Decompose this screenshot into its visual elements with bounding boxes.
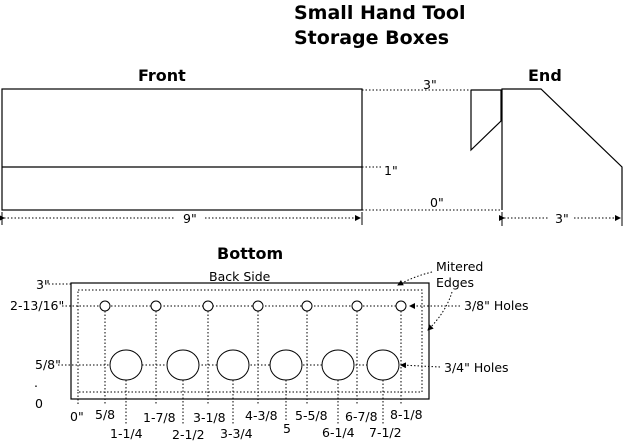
large-hole — [166, 349, 200, 381]
bottom-outline — [70, 282, 430, 400]
small-hole — [351, 300, 363, 312]
stray-mark: . — [34, 375, 38, 390]
mitered-label-line-1: Mitered — [436, 259, 483, 274]
small-hole-pos-3: 3-1/8 — [193, 410, 226, 425]
front-width-label: 9" — [183, 211, 197, 226]
bottom-top-label: 3" — [36, 277, 50, 292]
large-hole — [366, 349, 400, 381]
end-profile — [501, 88, 623, 210]
end-heading: End — [528, 66, 562, 85]
small-hole — [99, 300, 111, 312]
small-hole-pos-5: 5-5/8 — [295, 408, 328, 423]
small-hole — [252, 300, 264, 312]
small-hole — [301, 300, 313, 312]
front-mid-label: 1" — [384, 163, 398, 178]
small-row-label: 2-13/16" — [10, 298, 64, 313]
back-side-label: Back Side — [209, 269, 271, 284]
small-holes — [99, 300, 407, 312]
large-holes-label: 3/4" Holes — [444, 360, 509, 375]
small-holes-label: 3/8" Holes — [464, 298, 529, 313]
mitered-arrow-top — [397, 271, 433, 286]
large-hole — [109, 349, 143, 381]
small-hole — [202, 300, 214, 312]
end-width-label: 3" — [555, 211, 569, 226]
end-view — [470, 88, 623, 210]
title-line-1: Small Hand Tool — [294, 2, 465, 24]
large-row-label: 5/8" — [35, 357, 61, 372]
large-hole — [269, 349, 303, 381]
bottom-heading: Bottom — [217, 244, 283, 263]
large-hole-pos-1: 1-1/4 — [110, 426, 143, 441]
origin-label: 0" — [70, 409, 84, 424]
front-height-label: 3" — [423, 77, 437, 92]
large-hole-pos-6: 7-1/2 — [369, 425, 402, 440]
small-hole-pos-1: 5/8 — [95, 407, 115, 422]
large-hole — [216, 349, 250, 381]
end-divider-piece — [470, 89, 502, 152]
front-view — [1, 88, 363, 211]
small-hole-pos-4: 4-3/8 — [245, 408, 278, 423]
small-hole-pos-7: 8-1/8 — [390, 407, 423, 422]
large-holes-arrow — [400, 362, 441, 369]
front-heading: Front — [138, 66, 186, 85]
small-hole-pos-2: 1-7/8 — [143, 410, 176, 425]
title-line-2: Storage Boxes — [294, 27, 449, 49]
hole-position-guides — [77, 311, 402, 425]
large-hole-pos-5: 6-1/4 — [322, 425, 355, 440]
small-hole — [150, 300, 162, 312]
front-base-label: 0" — [430, 195, 444, 210]
large-hole-pos-3: 3-3/4 — [220, 426, 253, 441]
large-hole — [321, 349, 355, 381]
mitered-arrow-side — [427, 291, 453, 331]
mitered-label-line-2: Edges — [436, 275, 474, 290]
front-outline — [1, 88, 363, 211]
bottom-inner-mitered-outline — [77, 289, 423, 393]
large-hole-pos-4: 5 — [283, 421, 291, 436]
small-hole-pos-6: 6-7/8 — [345, 409, 378, 424]
large-hole-pos-2: 2-1/2 — [172, 427, 205, 442]
small-hole — [395, 300, 407, 312]
bottom-view — [70, 282, 430, 400]
large-holes — [109, 349, 400, 381]
bottom-zero-label: 0 — [35, 396, 43, 411]
